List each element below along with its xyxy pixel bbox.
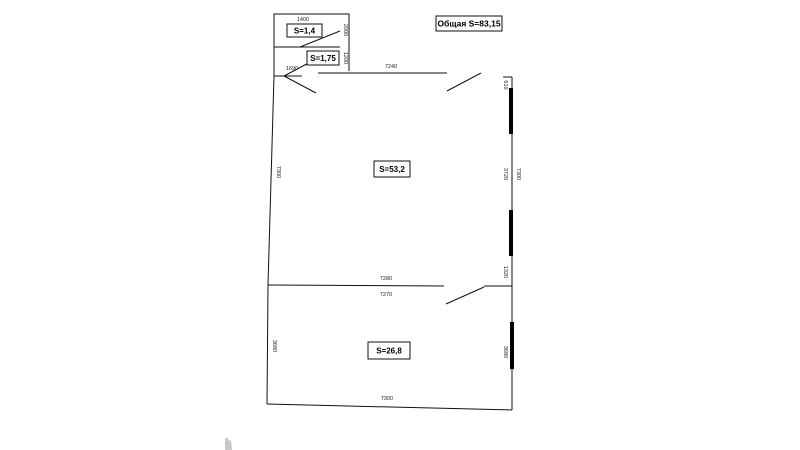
dim-main-left-height: 7300: [275, 166, 281, 178]
windows: [509, 88, 514, 369]
dim-main-top-width: 7240: [385, 64, 397, 70]
small-rooms: [273, 13, 350, 77]
bottom-room: [266, 284, 513, 411]
corner-mark-icon: [225, 438, 232, 450]
dim-small-top-width: 1400: [297, 17, 309, 23]
small-top-door: [299, 30, 341, 48]
area-box-bottom: [367, 341, 411, 360]
total-area-label: Общая S=83,15: [437, 19, 500, 29]
area-box-small-top: [286, 23, 323, 38]
main-left-wall: [267, 75, 275, 286]
area-label-small-mid: S=1,75: [310, 54, 336, 63]
total-area-box: [435, 15, 503, 32]
dim-bottom-width: 7300: [381, 396, 393, 402]
area-label-small-top: S=1,4: [294, 27, 316, 36]
dim-bottom-left-height: 3680: [271, 340, 277, 352]
area-box-small-mid: [306, 50, 340, 66]
dim-small-mid-width: 1690: [286, 66, 298, 72]
dim-small-top-height: 2000: [342, 24, 348, 36]
bottom-left-wall: [266, 284, 269, 405]
area-labels: S=1,4 S=1,75 S=53,2 S=26,8 Общая S=83,15: [286, 15, 503, 360]
bottom-wall: [266, 403, 513, 411]
partition: [267, 284, 512, 305]
dim-main-right-height: 7300: [515, 168, 521, 180]
dim-partition-bottom: 7270: [380, 292, 392, 298]
dim-bottom-right-height: 3680: [502, 346, 508, 358]
partition-wall-left: [267, 284, 445, 287]
main-door-right: [446, 72, 482, 92]
area-label-bottom: S=26,8: [376, 347, 402, 356]
dimension-labels: 1400 2000 1200 1690 7240 7300 610 3720 7…: [271, 17, 521, 402]
area-box-main: [373, 160, 411, 178]
partition-door: [445, 286, 485, 305]
dim-right-lower-segment: 1320: [502, 266, 508, 278]
dim-right-mid-segment: 3720: [502, 168, 508, 180]
dim-partition-top: 7280: [380, 276, 392, 282]
small-room-outline: [273, 13, 350, 76]
main-door-left: [283, 75, 317, 94]
area-label-main: S=53,2: [379, 165, 405, 174]
dim-small-mid-height: 1200: [342, 52, 348, 64]
dim-right-window-gap: 610: [502, 80, 508, 89]
